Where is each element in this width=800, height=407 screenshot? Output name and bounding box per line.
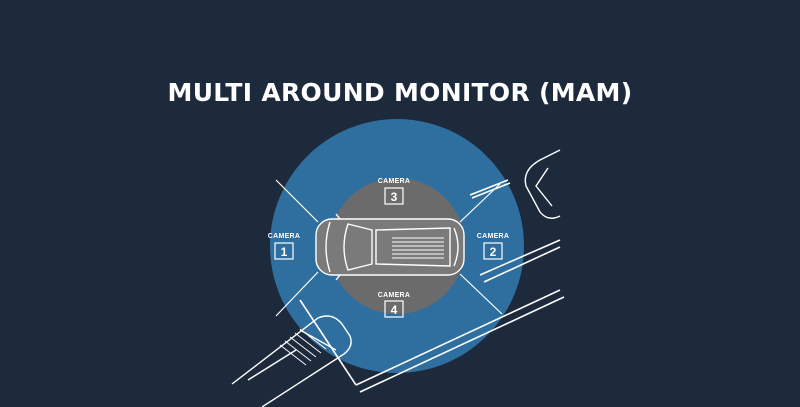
camera-label-4: CAMERA 4 xyxy=(378,292,411,318)
camera-3-number: 3 xyxy=(391,190,398,204)
camera-1-number: 1 xyxy=(281,245,288,259)
car-top-view xyxy=(315,213,465,281)
camera-4-number: 4 xyxy=(391,303,398,317)
camera-label-3: CAMERA 3 xyxy=(378,178,411,205)
camera-direction-lines xyxy=(275,179,503,317)
camera-label-1: CAMERA 1 xyxy=(268,233,301,260)
parked-car-top-right xyxy=(524,149,561,219)
camera-2-label: CAMERA xyxy=(477,233,510,240)
parked-car-bottom-left xyxy=(231,315,352,407)
camera-label-2: CAMERA 2 xyxy=(477,233,510,260)
camera-3-label: CAMERA xyxy=(378,178,411,185)
camera-4-label: CAMERA xyxy=(378,292,411,299)
parking-lines xyxy=(299,179,565,393)
camera-1-label: CAMERA xyxy=(268,233,301,240)
diagram-title: MULTI AROUND MONITOR (MAM) xyxy=(167,78,633,107)
camera-2-number: 2 xyxy=(490,245,497,259)
